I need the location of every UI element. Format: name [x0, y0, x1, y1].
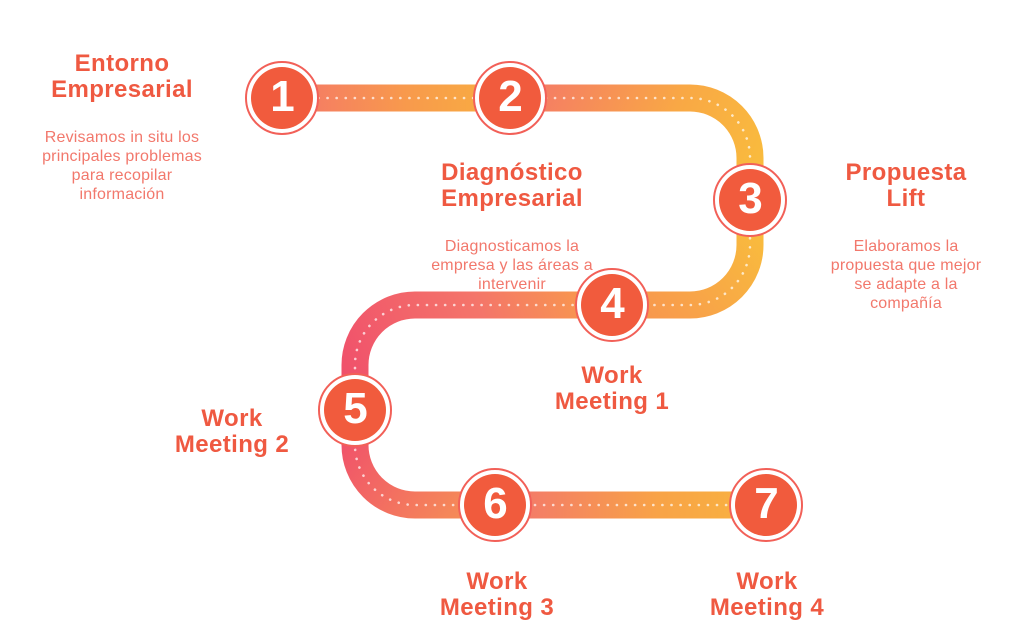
- step-circle-2: 2: [473, 61, 547, 135]
- step-title: Diagnóstico Empresarial: [441, 159, 583, 212]
- step-label-1: Entorno Empresarial Revisamos in situ lo…: [16, 33, 228, 222]
- step-circle-4-fill: 4: [581, 274, 643, 336]
- step-title: Work Meeting 1: [554, 362, 670, 415]
- step-circle-2-fill: 2: [479, 67, 541, 129]
- step-title: Entorno Empresarial: [51, 50, 193, 103]
- step-circle-6: 6: [458, 468, 532, 542]
- step-circle-5-fill: 5: [324, 379, 386, 441]
- step-circle-6-fill: 6: [464, 474, 526, 536]
- step-circle-7: 7: [729, 468, 803, 542]
- step-label-7: Work Meeting 4: [667, 551, 867, 639]
- step-number: 3: [738, 174, 763, 223]
- step-number: 1: [270, 72, 295, 121]
- step-circle-4: 4: [575, 268, 649, 342]
- step-circle-5: 5: [318, 373, 392, 447]
- step-title: Work Meeting 3: [439, 568, 555, 621]
- step-description: Revisamos in situ los principales proble…: [42, 129, 202, 203]
- step-circle-1-fill: 1: [251, 67, 313, 129]
- step-number: 7: [754, 479, 779, 528]
- step-description: Elaboramos la propuesta que mejor se ada…: [830, 238, 982, 312]
- step-label-4: Work Meeting 1: [512, 345, 712, 451]
- step-number: 2: [498, 72, 523, 121]
- step-number: 4: [600, 279, 625, 328]
- step-description: Diagnosticamos la empresa y las áreas a …: [431, 238, 593, 293]
- step-title: Work Meeting 2: [174, 405, 290, 458]
- step-circle-3: 3: [713, 163, 787, 237]
- step-label-6: Work Meeting 3: [397, 551, 597, 639]
- step-number: 6: [483, 479, 508, 528]
- step-circle-7-fill: 7: [735, 474, 797, 536]
- step-title: Work Meeting 4: [709, 568, 825, 621]
- step-number: 5: [343, 384, 368, 433]
- step-circle-3-fill: 3: [719, 169, 781, 231]
- step-label-3: Propuesta Lift Elaboramos la propuesta q…: [801, 142, 1011, 331]
- step-label-5: Work Meeting 2: [132, 388, 332, 494]
- step-title: Propuesta Lift: [845, 159, 967, 212]
- step-label-2: Diagnóstico Empresarial Diagnosticamos l…: [401, 142, 623, 312]
- step-circle-1: 1: [245, 61, 319, 135]
